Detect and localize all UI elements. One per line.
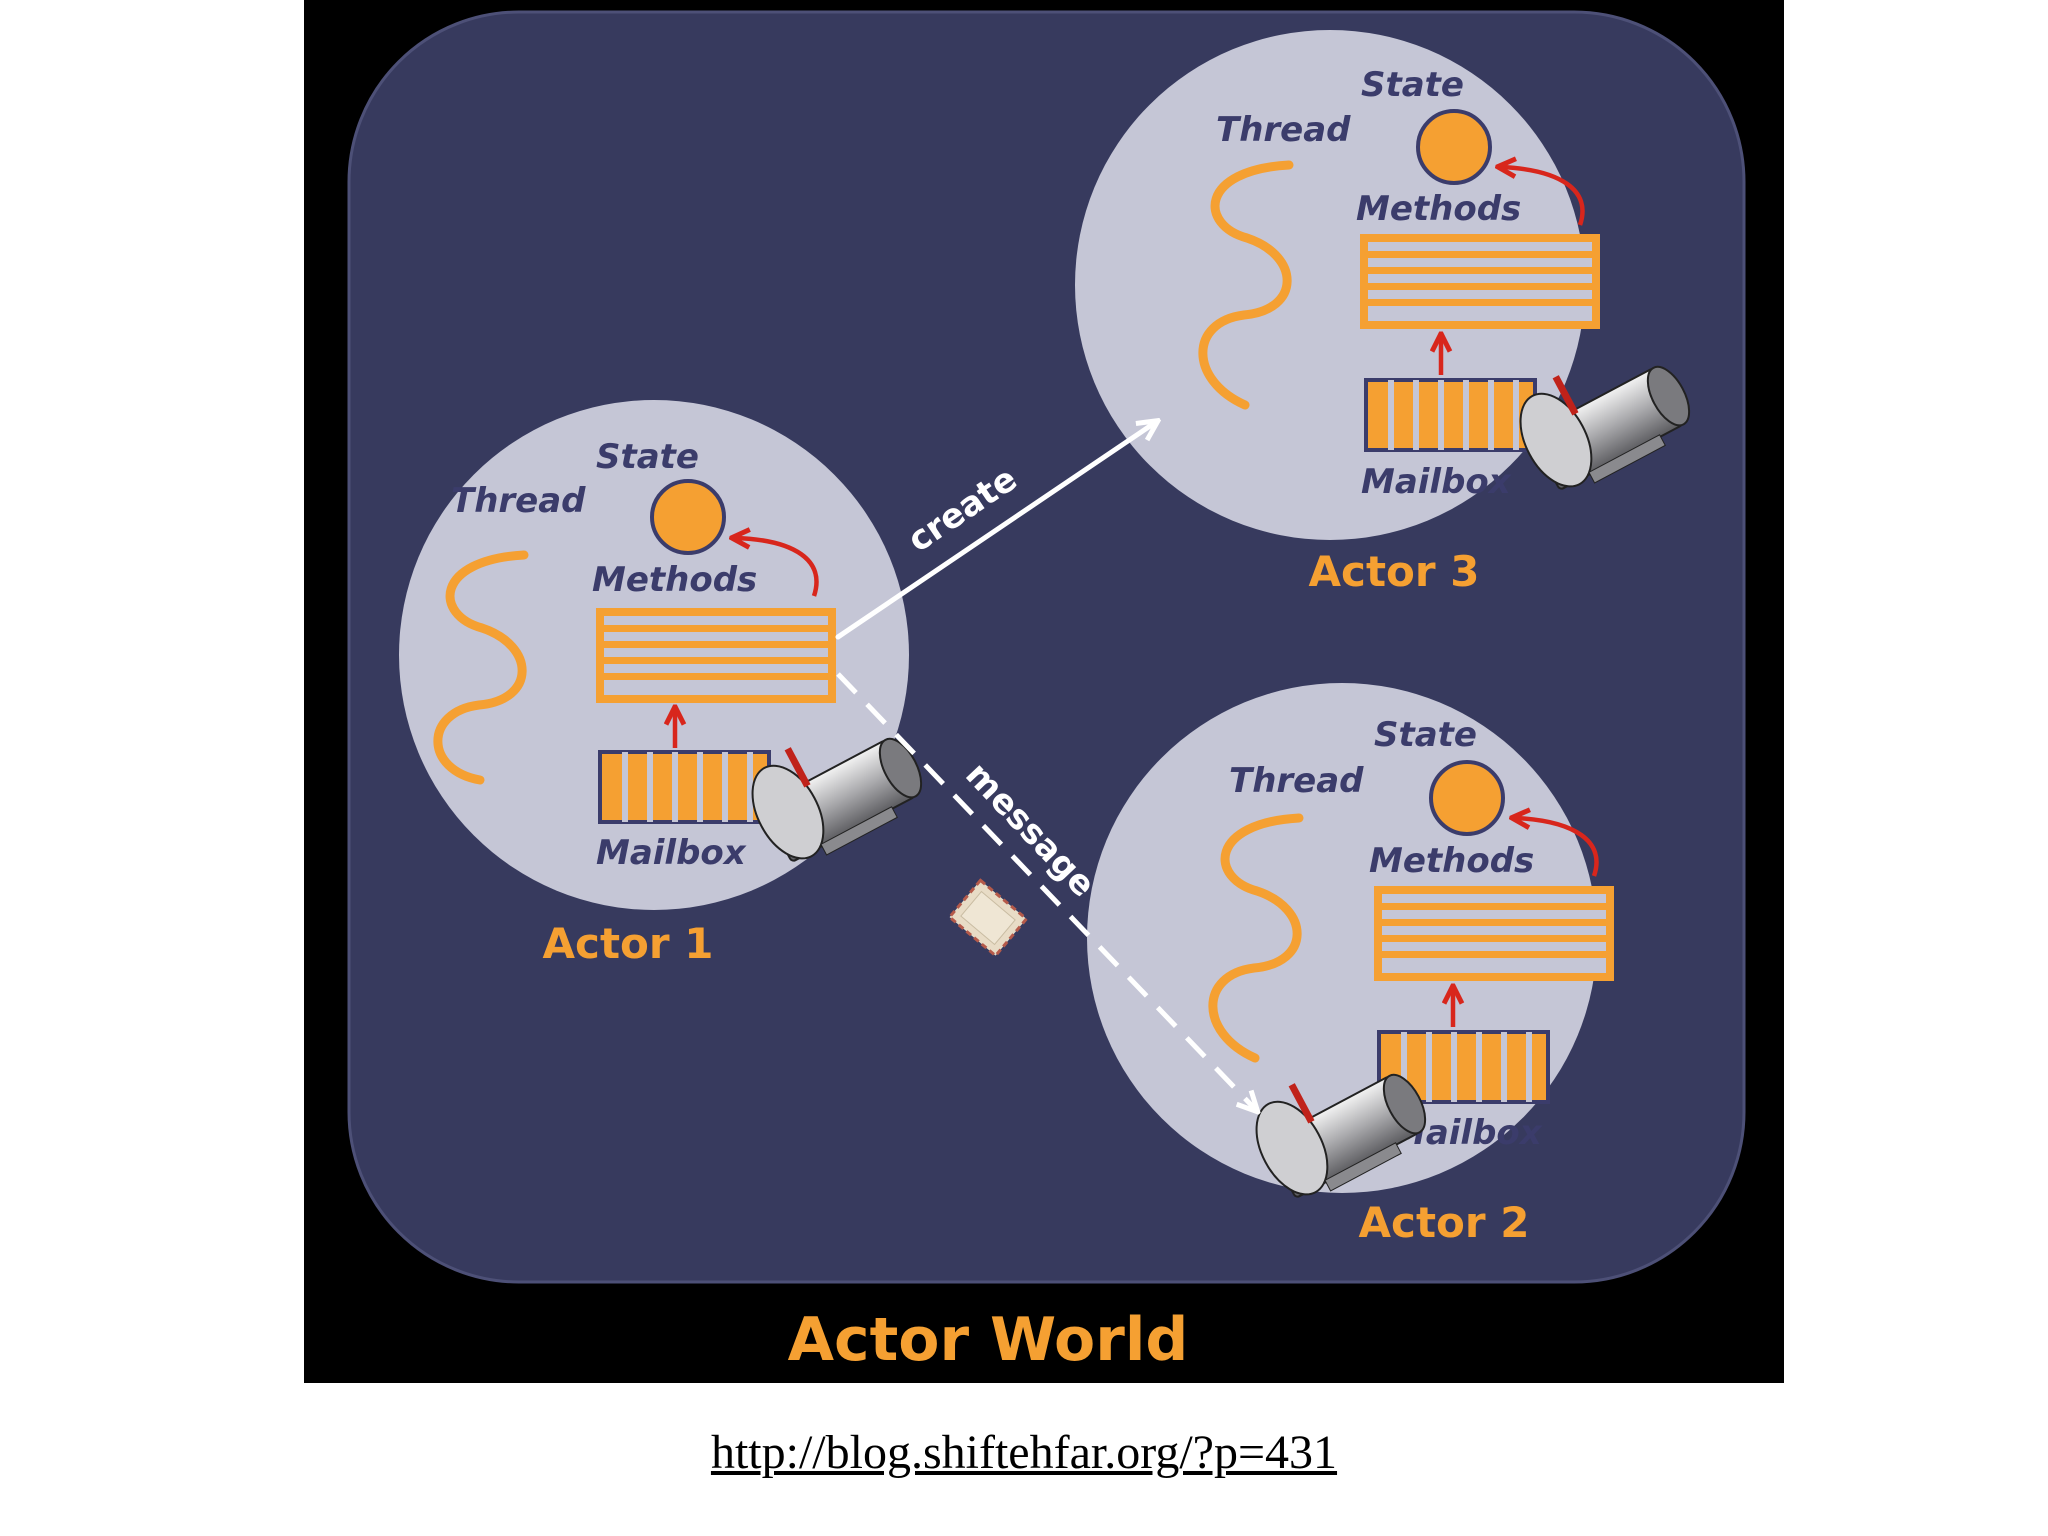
source-url-link[interactable]: http://blog.shiftehfar.org/?p=431 xyxy=(710,1426,1338,1479)
mailbox-icon xyxy=(1255,1073,1427,1198)
thread-label: Thread xyxy=(451,481,586,521)
state-label: State xyxy=(1374,715,1477,755)
create-arrow xyxy=(835,422,1156,640)
actor-world-figure: Actor World State Thread Methods Mailbox xyxy=(304,0,1784,1383)
message-arrow xyxy=(836,672,1256,1110)
state-label: State xyxy=(1361,65,1464,105)
actor-diagram: Actor World State Thread Methods Mailbox xyxy=(347,10,1746,1375)
methods-label: Methods xyxy=(1369,841,1534,881)
world-label: Actor World xyxy=(788,1305,1189,1375)
methods-icon xyxy=(596,608,836,703)
call-arrow-icon xyxy=(736,538,819,597)
mailbox-icon xyxy=(1519,365,1691,490)
actor-3: State Thread Methods Mailbox xyxy=(1075,30,1691,596)
call-arrow-icon xyxy=(1502,167,1585,226)
mailbox-label: Mailbox xyxy=(1361,462,1512,502)
methods-label: Methods xyxy=(1356,189,1521,229)
thread-icon xyxy=(1198,160,1294,410)
mailbox-icon xyxy=(751,737,923,862)
actor-1: State Thread Methods Mailbox xyxy=(399,400,923,968)
methods-icon xyxy=(1374,886,1614,981)
call-arrow-icon xyxy=(1516,818,1599,877)
methods-label: Methods xyxy=(592,560,757,600)
thread-label: Thread xyxy=(1216,110,1351,150)
state-icon xyxy=(650,479,726,555)
actor-name: Actor 1 xyxy=(543,919,714,968)
envelope-icon xyxy=(947,878,1029,958)
thread-icon xyxy=(1208,813,1304,1063)
thread-icon xyxy=(433,550,529,785)
actor-name: Actor 2 xyxy=(1359,1198,1530,1247)
actor-name: Actor 3 xyxy=(1309,547,1480,596)
mailbox-queue-icon xyxy=(1364,378,1537,452)
state-icon xyxy=(1416,109,1492,185)
thread-label: Thread xyxy=(1229,761,1364,801)
state-icon xyxy=(1429,760,1505,836)
mailbox-label: Mailbox xyxy=(596,833,747,873)
state-label: State xyxy=(596,437,699,477)
actor-2: State Thread Methods Mailbox xyxy=(1087,683,1614,1247)
mailbox-queue-icon xyxy=(598,750,771,824)
methods-icon xyxy=(1360,234,1600,329)
